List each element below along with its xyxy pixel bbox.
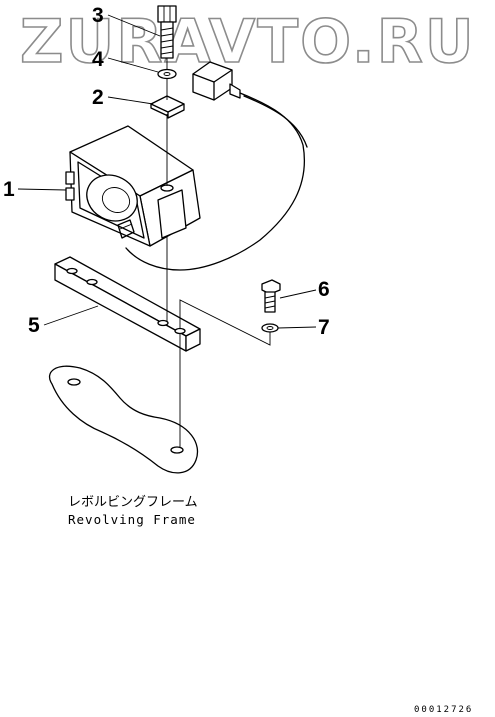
caption-japanese: レボルビングフレーム: [68, 495, 198, 510]
callout-2: 2: [92, 86, 104, 109]
callout-6: 6: [318, 278, 330, 301]
callout-1: 1: [3, 178, 15, 201]
assembly-lines: [166, 58, 271, 448]
bolt-part-3: [157, 5, 177, 59]
washer-part-7: [261, 323, 279, 333]
bracket-part-2: [150, 95, 185, 119]
bolt-part-6: [261, 279, 281, 313]
callout-7: 7: [318, 316, 330, 339]
stay-part-5: [54, 256, 201, 352]
drawing-code: 00012726: [414, 705, 473, 715]
callout-4: 4: [92, 48, 104, 71]
revolving-frame-plate: [48, 365, 198, 474]
callout-3: 3: [92, 4, 104, 27]
callout-5: 5: [28, 314, 40, 337]
washer-part-4: [157, 68, 177, 80]
leader-lines: [17, 14, 317, 329]
work-lamp-part-1: [65, 125, 201, 247]
caption-english: Revolving Frame: [68, 512, 196, 527]
connector-plug: [192, 61, 241, 101]
watermark-text: ZURAVTO.RU: [20, 7, 476, 77]
